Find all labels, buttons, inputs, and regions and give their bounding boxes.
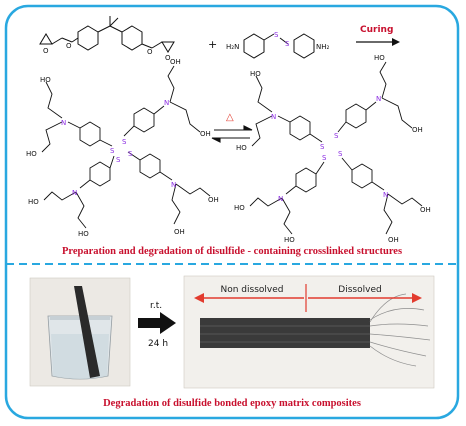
sulfur-atom: S: [128, 150, 133, 158]
composite-dissolution-photo: [183, 275, 435, 389]
oxygen-atom: O: [165, 54, 171, 62]
reaction-arrow: [138, 312, 176, 334]
equilibrium-arrows: [211, 125, 253, 143]
nitrogen-atom: N: [164, 99, 169, 107]
dissolved-arrow: [308, 293, 422, 303]
hydroxyl-label: HO: [26, 150, 37, 158]
non-dissolved-label: Non dissolved: [221, 285, 284, 295]
hydroxyl-label: HO: [236, 144, 247, 152]
nitrogen-atom: N: [278, 195, 283, 203]
figure-canvas: O O O O + H₂N S S NH₂ Curing: [4, 4, 460, 420]
hydroxyl-label: OH: [420, 206, 431, 214]
sulfur-atom: S: [338, 150, 343, 158]
beaker-photo: [29, 277, 131, 387]
hydroxyl-label: HO: [250, 70, 261, 78]
amine-right-label: NH₂: [316, 43, 330, 51]
hydroxyl-label: OH: [200, 130, 211, 138]
oxygen-atom: O: [66, 42, 72, 50]
top-caption: Preparation and degradation of disulfide…: [62, 246, 402, 257]
hydroxyl-label: OH: [388, 236, 399, 244]
hydroxyl-label: OH: [170, 58, 181, 66]
heat-symbol: △: [226, 112, 234, 123]
oxygen-atom: O: [43, 47, 49, 55]
nitrogen-atom: N: [171, 181, 176, 189]
nitrogen-atom: N: [72, 189, 77, 197]
condition-line2: 24 h: [148, 339, 168, 349]
condition-line1: r.t.: [150, 301, 162, 311]
hydroxyl-label: OH: [208, 196, 219, 204]
hydroxyl-label: HO: [234, 204, 245, 212]
sulfur-atom: S: [334, 132, 339, 140]
sulfur-atom: S: [274, 31, 279, 39]
hydroxyl-label: HO: [284, 236, 295, 244]
hydroxyl-label: HO: [374, 54, 385, 62]
sulfur-atom: S: [320, 143, 325, 151]
sulfur-atom: S: [322, 154, 327, 162]
sulfur-atom: S: [110, 147, 115, 155]
nitrogen-atom: N: [383, 191, 388, 199]
nitrogen-atom: N: [271, 113, 276, 121]
curing-arrow: [356, 38, 400, 46]
hydroxyl-label: OH: [174, 228, 185, 236]
sulfur-atom: S: [116, 156, 121, 164]
crosslinked-network-right: [249, 61, 423, 235]
disulfide-diamine: [243, 33, 315, 59]
hydroxyl-label: OH: [412, 126, 423, 134]
sulfur-atom: S: [122, 138, 127, 146]
hydroxyl-label: HO: [78, 230, 89, 238]
nitrogen-atom: N: [376, 95, 381, 103]
bisphenol-a-diglycidyl-ether: [39, 16, 175, 53]
amine-left-label: H₂N: [226, 43, 239, 51]
non-dissolved-arrow: [194, 293, 304, 303]
reactant-plus: +: [208, 38, 217, 51]
oxygen-atom: O: [147, 48, 153, 56]
hydroxyl-label: HO: [28, 198, 39, 206]
nitrogen-atom: N: [61, 119, 66, 127]
bottom-caption: Degradation of disulfide bonded epoxy ma…: [103, 398, 361, 409]
dissolved-label: Dissolved: [338, 285, 381, 295]
curing-label: Curing: [360, 25, 393, 35]
hydroxyl-label: HO: [40, 76, 51, 84]
crosslinked-network-left: [41, 65, 211, 229]
sulfur-atom: S: [285, 40, 290, 48]
